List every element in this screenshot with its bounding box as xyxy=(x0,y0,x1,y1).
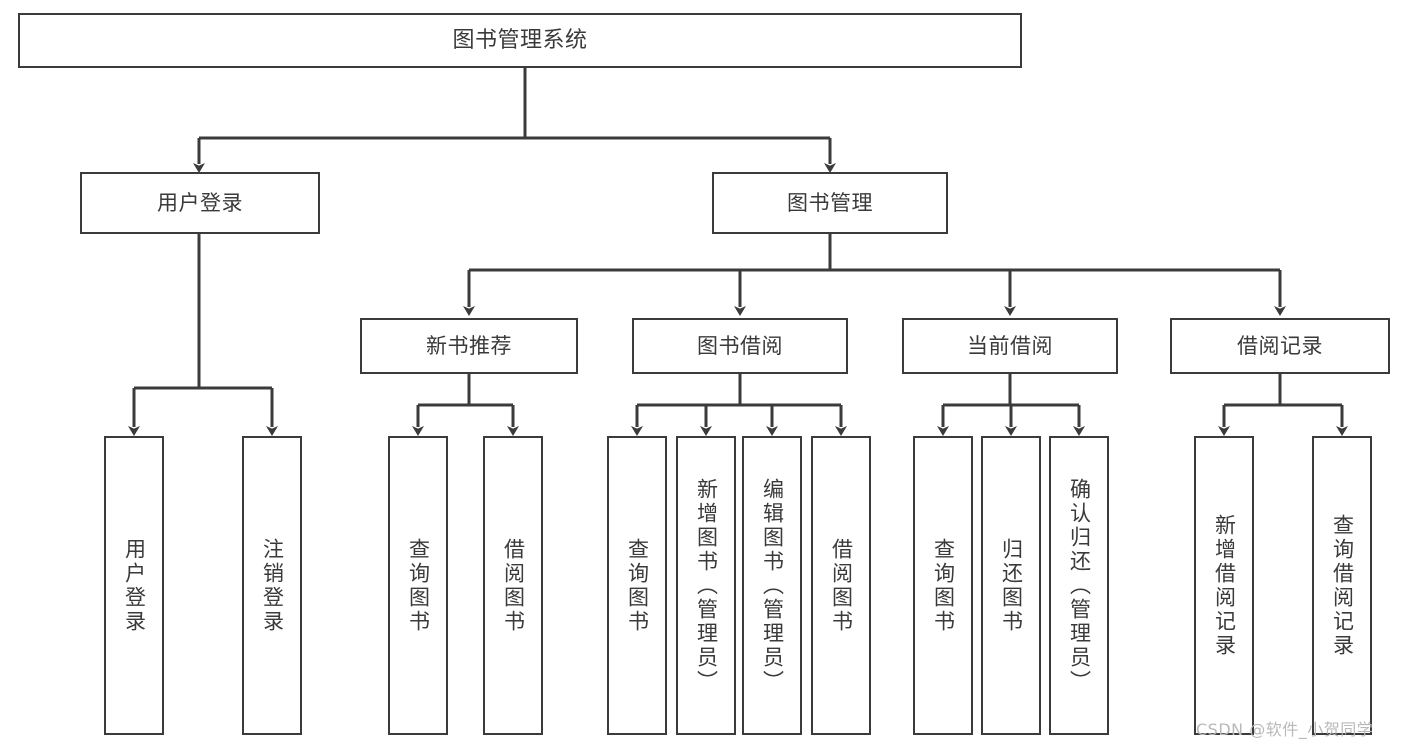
leaf-record-query-record[interactable]: 查询借阅记录 xyxy=(1312,436,1372,735)
node-borrow-record[interactable]: 借阅记录 xyxy=(1170,318,1390,374)
node-new-book-recommend[interactable]: 新书推荐 xyxy=(360,318,578,374)
leaf-record-add-record[interactable]: 新增借阅记录 xyxy=(1194,436,1254,735)
node-label: 查询图书 xyxy=(406,537,431,634)
watermark: CSDN @软件_小贺同学 xyxy=(1196,720,1374,739)
node-label: 新增借阅记录 xyxy=(1212,513,1237,658)
node-label: 归还图书 xyxy=(999,537,1024,634)
leaf-current-query-book[interactable]: 查询图书 xyxy=(913,436,973,735)
node-label: 借阅图书 xyxy=(829,537,854,634)
leaf-current-confirm-return-admin[interactable]: 确认归还（管理员） xyxy=(1049,436,1109,735)
node-label: 编辑图书（管理员） xyxy=(760,477,785,694)
node-label: 查询图书 xyxy=(931,537,956,634)
node-label: 图书借阅 xyxy=(697,333,783,358)
leaf-borrow-query-book[interactable]: 查询图书 xyxy=(607,436,667,735)
node-user-login[interactable]: 用户登录 xyxy=(80,172,320,234)
node-label: 查询借阅记录 xyxy=(1330,513,1355,658)
node-label: 图书管理系统 xyxy=(452,27,588,53)
leaf-logout-login[interactable]: 注销登录 xyxy=(242,436,302,735)
node-label: 注销登录 xyxy=(260,537,285,634)
node-label: 新增图书（管理员） xyxy=(694,477,719,694)
leaf-user-login[interactable]: 用户登录 xyxy=(104,436,164,735)
node-current-borrow[interactable]: 当前借阅 xyxy=(902,318,1118,374)
leaf-borrow-borrow-book[interactable]: 借阅图书 xyxy=(811,436,871,735)
node-label: 新书推荐 xyxy=(426,333,512,358)
node-label: 借阅图书 xyxy=(501,537,526,634)
leaf-newbook-borrow-book[interactable]: 借阅图书 xyxy=(483,436,543,735)
node-label: 确认归还（管理员） xyxy=(1067,477,1092,694)
node-label: 查询图书 xyxy=(625,537,650,634)
node-book-management[interactable]: 图书管理 xyxy=(712,172,948,234)
node-label: 用户登录 xyxy=(122,537,147,634)
leaf-newbook-query-book[interactable]: 查询图书 xyxy=(388,436,448,735)
node-root-system[interactable]: 图书管理系统 xyxy=(18,13,1022,68)
node-label: 借阅记录 xyxy=(1237,333,1323,358)
leaf-current-return-book[interactable]: 归还图书 xyxy=(981,436,1041,735)
node-label: 图书管理 xyxy=(787,190,873,215)
node-label: 当前借阅 xyxy=(967,333,1053,358)
node-book-borrow[interactable]: 图书借阅 xyxy=(632,318,848,374)
leaf-borrow-add-book-admin[interactable]: 新增图书（管理员） xyxy=(676,436,736,735)
node-label: 用户登录 xyxy=(157,190,243,215)
leaf-borrow-edit-book-admin[interactable]: 编辑图书（管理员） xyxy=(742,436,802,735)
